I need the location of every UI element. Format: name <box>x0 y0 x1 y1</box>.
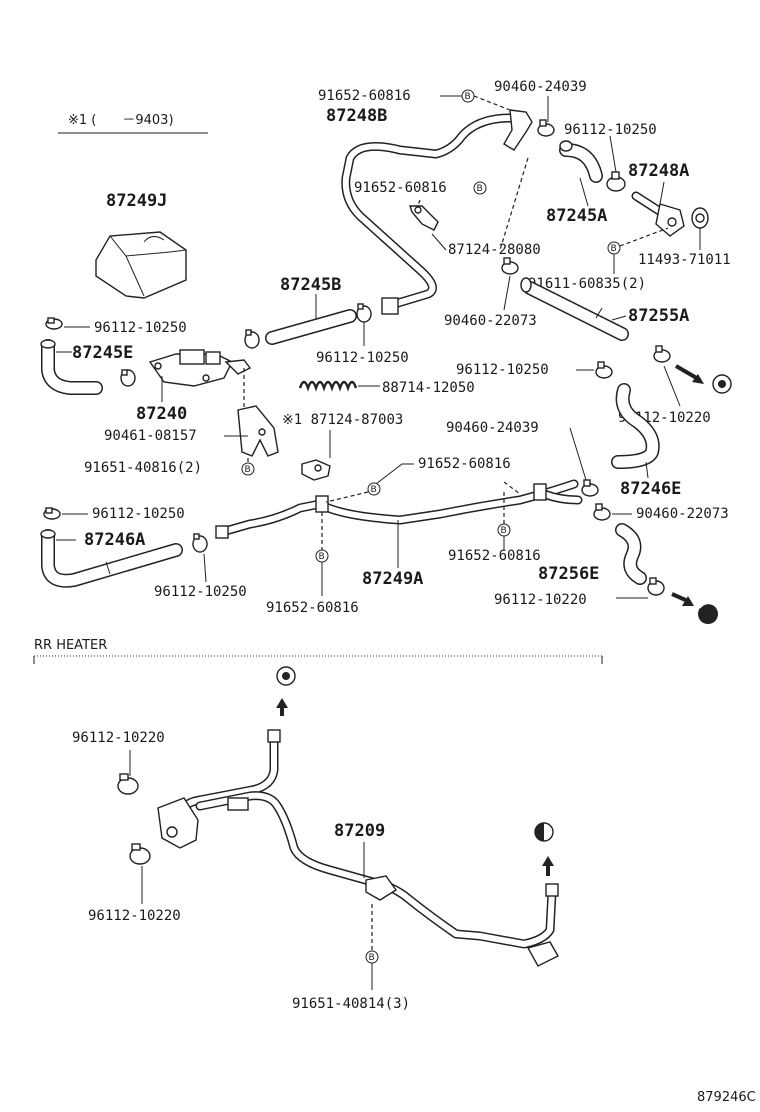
hose-87246A <box>40 529 183 588</box>
hose-87245B <box>265 309 357 345</box>
svg-text:B: B <box>371 485 377 495</box>
clamp <box>129 843 151 865</box>
svg-text:B: B <box>477 184 483 194</box>
connection-symbol-half <box>534 822 554 842</box>
label-96112-10220-rr2: 96112-10220 <box>88 908 181 924</box>
label-11493-71011: 11493-71011 <box>638 252 731 268</box>
label-91652-60816-top: 91652-60816 <box>318 88 411 104</box>
label-96112-10250-left2: 96112-10250 <box>92 506 185 522</box>
label-87248A: 87248A <box>628 161 689 181</box>
label-90460-22073-lower: 90460-22073 <box>636 506 729 522</box>
label-87246E: 87246E <box>620 479 681 499</box>
b-marker: B <box>241 462 255 476</box>
label-87245A: 87245A <box>546 206 607 226</box>
applicability-note: ※1 ( －9403) <box>68 113 174 128</box>
clamp <box>581 479 599 497</box>
label-96112-10250-low: 96112-10250 <box>154 584 247 600</box>
clamp <box>606 171 626 192</box>
hose-87245A <box>559 140 603 183</box>
label-90460-24039-mid: 90460-24039 <box>446 420 539 436</box>
label-87256E: 87256E <box>538 564 599 584</box>
label-87246A: 87246A <box>84 530 145 550</box>
pipe-87248B <box>341 109 533 315</box>
svg-text:B: B <box>319 552 325 562</box>
label-96112-10220-low: 96112-10220 <box>494 592 587 608</box>
b-marker: B <box>497 523 511 537</box>
label-96112-10250-mid: 96112-10250 <box>316 350 409 366</box>
b-marker: B <box>461 89 475 103</box>
label-96112-10220-rr1: 96112-10220 <box>72 730 165 746</box>
svg-text:B: B <box>369 953 375 963</box>
section-label-rr-heater: RR HEATER <box>34 638 107 653</box>
b-marker: B <box>473 181 487 195</box>
clamp <box>43 507 61 520</box>
clamp <box>192 533 208 553</box>
label-87209: 87209 <box>334 821 385 841</box>
label-91652-60816-lower: 91652-60816 <box>418 456 511 472</box>
label-87248B: 87248B <box>326 106 387 126</box>
label-87245E: 87245E <box>72 343 133 363</box>
figure-code: 879246C <box>697 1090 756 1105</box>
hose-87256E <box>615 523 647 585</box>
label-91611-60835: 91611-60835(2) <box>528 276 646 292</box>
bracket-87124-87003 <box>301 459 331 481</box>
valve-87240 <box>148 349 252 387</box>
label-87240: 87240 <box>136 404 187 424</box>
connection-symbol-dot <box>276 666 296 686</box>
bracket-90461-08157 <box>237 405 279 457</box>
label-88714-12050: 88714-12050 <box>382 380 475 396</box>
clamp <box>537 119 555 137</box>
spring-88714-12050 <box>298 380 358 392</box>
label-96112-10250-left1: 96112-10250 <box>94 320 187 336</box>
clamp <box>244 329 260 349</box>
label-96112-10250-right: 96112-10250 <box>456 362 549 378</box>
pipe-87249A <box>215 479 583 539</box>
label-90460-22073-top: 90460-22073 <box>444 313 537 329</box>
connection-symbol-solid <box>698 602 718 624</box>
hose-87245E <box>40 339 103 395</box>
label-90460-24039-top: 90460-24039 <box>494 79 587 95</box>
clamp <box>647 577 665 596</box>
connection-symbol-dot <box>712 374 732 394</box>
label-87255A: 87255A <box>628 306 689 326</box>
clamp <box>501 257 519 275</box>
clamp <box>356 303 372 323</box>
label-91652-60816-mid: 91652-60816 <box>354 180 447 196</box>
label-91651-40816: 91651-40816(2) <box>84 460 202 476</box>
clamp <box>45 317 63 330</box>
clamp <box>120 369 136 387</box>
pipe-87209 <box>157 729 559 967</box>
insulator-87249J <box>95 231 187 299</box>
hose-87255A <box>520 277 629 341</box>
label-90461-08157: 90461-08157 <box>104 428 197 444</box>
svg-text:B: B <box>245 465 251 475</box>
pipe-87248A <box>631 191 709 237</box>
bracket-87124-28080 <box>409 205 439 231</box>
label-96112-10250-top: 96112-10250 <box>564 122 657 138</box>
label-91652-60816-low2: 91652-60816 <box>448 548 541 564</box>
b-marker: B <box>367 482 381 496</box>
hose-87246E <box>611 383 660 469</box>
label-87124-87003: ※1 87124-87003 <box>282 412 403 428</box>
clamp <box>595 361 613 379</box>
label-91651-40814: 91651-40814(3) <box>292 996 410 1012</box>
clamp <box>117 773 139 795</box>
clamp <box>653 345 671 363</box>
b-marker: B <box>365 950 379 964</box>
label-87245B: 87245B <box>280 275 341 295</box>
label-87249A: 87249A <box>362 569 423 589</box>
clamp <box>593 503 611 521</box>
svg-text:B: B <box>611 244 617 254</box>
svg-text:B: B <box>465 92 471 102</box>
svg-text:B: B <box>501 526 507 536</box>
label-87124-28080: 87124-28080 <box>448 242 541 258</box>
label-87249J: 87249J <box>106 191 167 211</box>
b-marker: B <box>607 241 621 255</box>
b-marker: B <box>315 549 329 563</box>
label-91652-60816-bottom: 91652-60816 <box>266 600 359 616</box>
